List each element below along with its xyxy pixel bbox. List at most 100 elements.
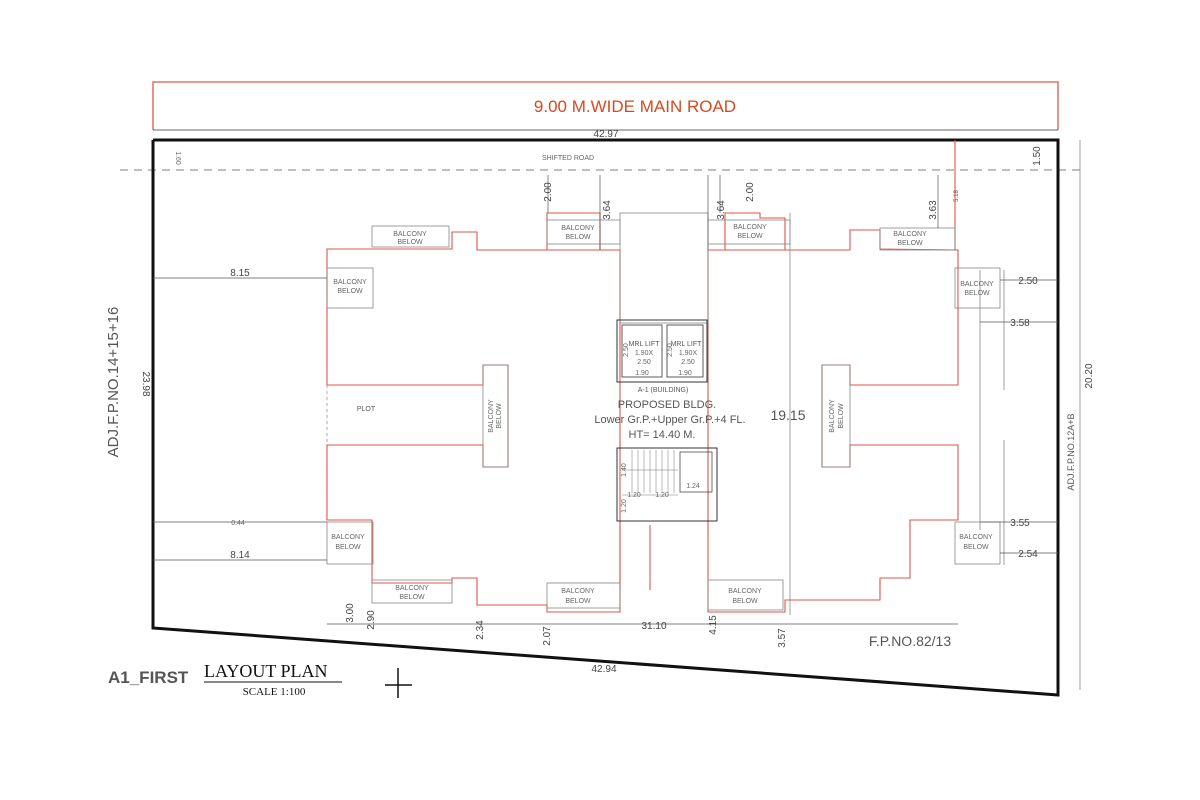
shifted-road-label: SHIFTED ROAD (542, 155, 594, 162)
balcony-9: BALCONY BELOW (371, 579, 453, 604)
dim-bottom-2: 2.90 (366, 610, 377, 630)
lift-2-bottom-dim: 1.90 (678, 370, 692, 377)
lift-1-size-h: 2.50 (637, 359, 651, 366)
dim-left-top: 8.15 (230, 268, 250, 279)
balcony-7-line1: BALCONY (331, 534, 365, 541)
dim-front-gap-3: 3.63 (928, 200, 939, 220)
sheet-label: A1_FIRST (108, 668, 189, 687)
balcony-13-line2: BELOW (838, 403, 845, 429)
balcony-13-line1: BALCONY (829, 399, 836, 433)
dim-bottom-3: 2.34 (475, 620, 486, 640)
building-tag: A-1 (BUILDING) (638, 387, 689, 394)
balcony-1-line2: BELOW (397, 239, 423, 246)
balcony-6-line2: BELOW (964, 290, 990, 297)
left-depth-dim: 23.98 (140, 371, 151, 396)
north-arrow-icon (385, 668, 412, 698)
balcony-7-line2: BELOW (335, 544, 361, 551)
balcony-6-line1: BALCONY (960, 281, 994, 288)
fp-bottom-label: F.P.NO.82/13 (869, 633, 951, 649)
dim-right-1: 2.50 (1018, 276, 1038, 287)
balcony-2: BALCONY BELOW (546, 219, 621, 245)
stair-core: 1.40 1.20 1.20 1.20 1.24 (616, 447, 718, 522)
balcony-12: BALCONY BELOW (482, 364, 509, 468)
building-line3: HT= 14.40 M. (629, 429, 696, 441)
balcony-5: BALCONY BELOW (326, 267, 374, 309)
lift-1-side-dim: 2.50 (623, 343, 630, 357)
lift-2-label: MRL LIFT (671, 341, 703, 348)
lift-1-label: MRL LIFT (629, 341, 661, 348)
balcony-11-line2: BELOW (732, 598, 758, 605)
balcony-6: BALCONY BELOW (954, 267, 1001, 309)
balcony-2-line2: BELOW (565, 234, 591, 241)
balcony-3: BALCONY BELOW (707, 219, 791, 245)
dim-front-gap-2: 3.64 (716, 200, 727, 220)
scale-label: SCALE 1:100 (243, 686, 306, 698)
stair-dim-1: 1.40 (621, 463, 628, 477)
balcony-1: BALCONY BELOW (371, 225, 450, 248)
balcony-9-line1: BALCONY (395, 585, 429, 592)
title-block: A1_FIRST LAYOUT PLAN SCALE 1:100 (108, 661, 342, 698)
stair-dim-2: 1.20 (627, 492, 641, 499)
balcony-13: BALCONY BELOW (821, 364, 851, 468)
stair-dim-3: 1.20 (655, 492, 669, 499)
lift-2-size-w: 1.90X (679, 350, 698, 357)
road-title: 9.00 M.WIDE MAIN ROAD (534, 97, 736, 116)
dim-left-mid: 0.44 (231, 520, 245, 527)
balcony-8-line1: BALCONY (959, 534, 993, 541)
balcony-11-line1: BALCONY (728, 588, 762, 595)
dim-red-small: 5.18 (954, 190, 960, 202)
balcony-10-line2: BELOW (565, 598, 591, 605)
balcony-3-line2: BELOW (737, 233, 763, 240)
lift-1-bottom-dim: 1.90 (635, 370, 649, 377)
balcony-4-line2: BELOW (897, 240, 923, 247)
left-offset-dim: 1.60 (174, 151, 181, 165)
dim-left-bottom: 8.14 (230, 550, 250, 561)
balcony-4-line1: BALCONY (893, 231, 927, 238)
dim-front-gap-1: 3.64 (602, 200, 613, 220)
building-info: A-1 (BUILDING) PROPOSED BLDG. Lower Gr.P… (594, 387, 805, 441)
balcony-12-line2: BELOW (496, 403, 503, 429)
right-depth-dim: 20.20 (1084, 363, 1095, 388)
dimension-lines (153, 175, 1058, 625)
building-line2: Lower Gr.P.+Upper Gr.P.+4 FL. (594, 414, 745, 426)
balcony-9-line2: BELOW (399, 594, 425, 601)
dim-right-2: 3.58 (1010, 318, 1030, 329)
lift-2-side-dim: 2.50 (667, 343, 674, 357)
dim-bottom-5: 4.15 (708, 615, 719, 635)
balcony-8: BALCONY BELOW (954, 521, 1001, 565)
plot-label: PLOT (357, 406, 376, 413)
dim-inner-width: 31.10 (641, 621, 666, 632)
balcony-3-line1: BALCONY (733, 224, 767, 231)
right-offset-dim: 1.50 (1032, 146, 1043, 166)
plot-boundary (151, 138, 1060, 697)
dim-front-setback-1: 2.00 (543, 182, 554, 202)
building-outline (326, 140, 1005, 615)
dim-bottom-1: 3.00 (345, 603, 356, 623)
dim-right-4: 2.54 (1018, 549, 1038, 560)
balcony-4: BALCONY BELOW (879, 227, 956, 251)
balcony-5-line2: BELOW (337, 288, 363, 295)
balcony-7: BALCONY BELOW (326, 521, 374, 565)
balcony-8-line2: BELOW (963, 544, 989, 551)
lift-2-size-h: 2.50 (681, 359, 695, 366)
balcony-10-line1: BALCONY (561, 588, 595, 595)
balcony-2-line1: BALCONY (561, 225, 595, 232)
dim-front-setback-2: 2.00 (745, 182, 756, 202)
main-road: 9.00 M.WIDE MAIN ROAD 42.97 SHIFTED ROAD (120, 81, 1080, 171)
balcony-5-line1: BALCONY (333, 279, 367, 286)
balcony-1-line1: BALCONY (393, 231, 427, 238)
lift-1-size-w: 1.90X (635, 350, 654, 357)
balcony-10: BALCONY BELOW (546, 582, 621, 609)
bottom-width-dim: 42.94 (591, 664, 616, 675)
building-line1: PROPOSED BLDG. (618, 399, 716, 411)
dim-bottom-6: 3.57 (777, 628, 788, 648)
stair-dim-5: 1.24 (686, 483, 700, 490)
adjacent-right-label: ADJ.F.P.NO.12A+B (1066, 413, 1076, 490)
plan-title: LAYOUT PLAN (204, 661, 328, 681)
lift-core: MRL LIFT 1.90X 2.50 1.90 2.50 MRL LIFT 1… (616, 319, 708, 383)
top-width-dim: 42.97 (593, 129, 618, 140)
dim-right-3: 3.55 (1010, 518, 1030, 529)
dim-bottom-4: 2.07 (542, 626, 553, 646)
balcony-11: BALCONY BELOW (707, 579, 784, 611)
